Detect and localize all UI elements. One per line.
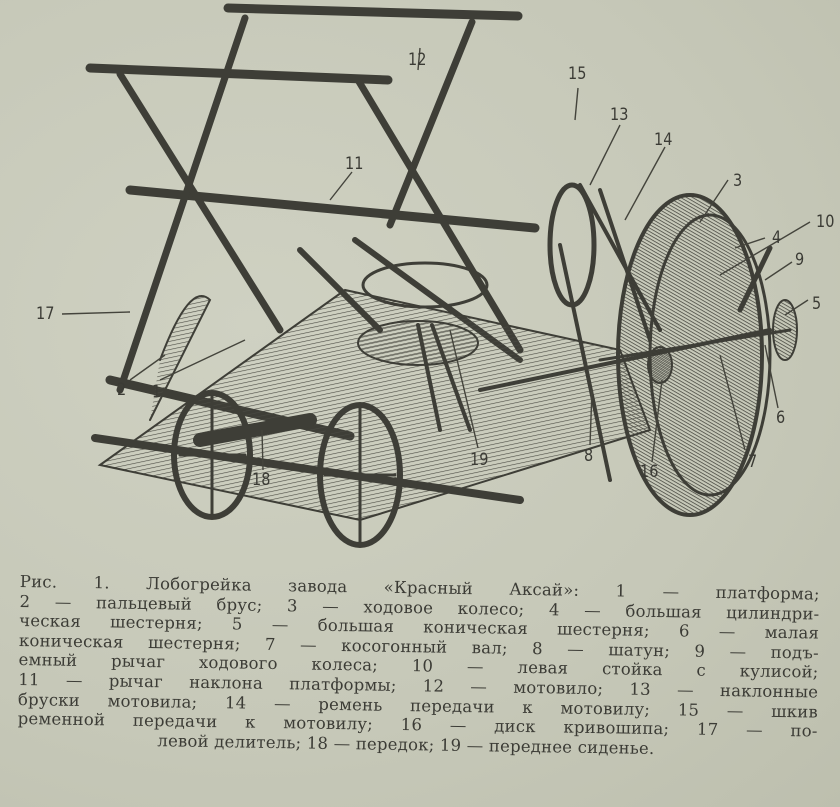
callout-9: 9 [795, 250, 805, 270]
callout-15: 15 [568, 64, 587, 84]
callout-6: 6 [776, 408, 786, 428]
callout-11: 11 [345, 154, 364, 174]
callout-3: 3 [733, 171, 743, 191]
reaper-drawing-icon [61, 3, 811, 548]
callout-19: 19 [470, 450, 489, 470]
callout-12: 12 [408, 50, 427, 70]
callout-16: 16 [640, 462, 659, 482]
callout-2: 2 [117, 380, 127, 400]
reaper-illustration: 1 2 3 4 5 6 7 8 9 10 11 12 13 14 15 16 1… [36, 3, 835, 548]
callout-7: 7 [748, 452, 758, 472]
callout-14: 14 [654, 130, 673, 150]
callout-5: 5 [812, 294, 822, 314]
callout-8: 8 [584, 446, 594, 466]
callout-10: 10 [816, 212, 835, 232]
callout-4: 4 [772, 228, 782, 248]
figure-caption: Рис. 1. Лобогрейка завода «Красный Аксай… [17, 572, 820, 761]
callout-1: 1 [152, 382, 162, 402]
callout-18: 18 [252, 470, 271, 490]
callout-17: 17 [36, 304, 55, 324]
callout-13: 13 [610, 105, 629, 125]
